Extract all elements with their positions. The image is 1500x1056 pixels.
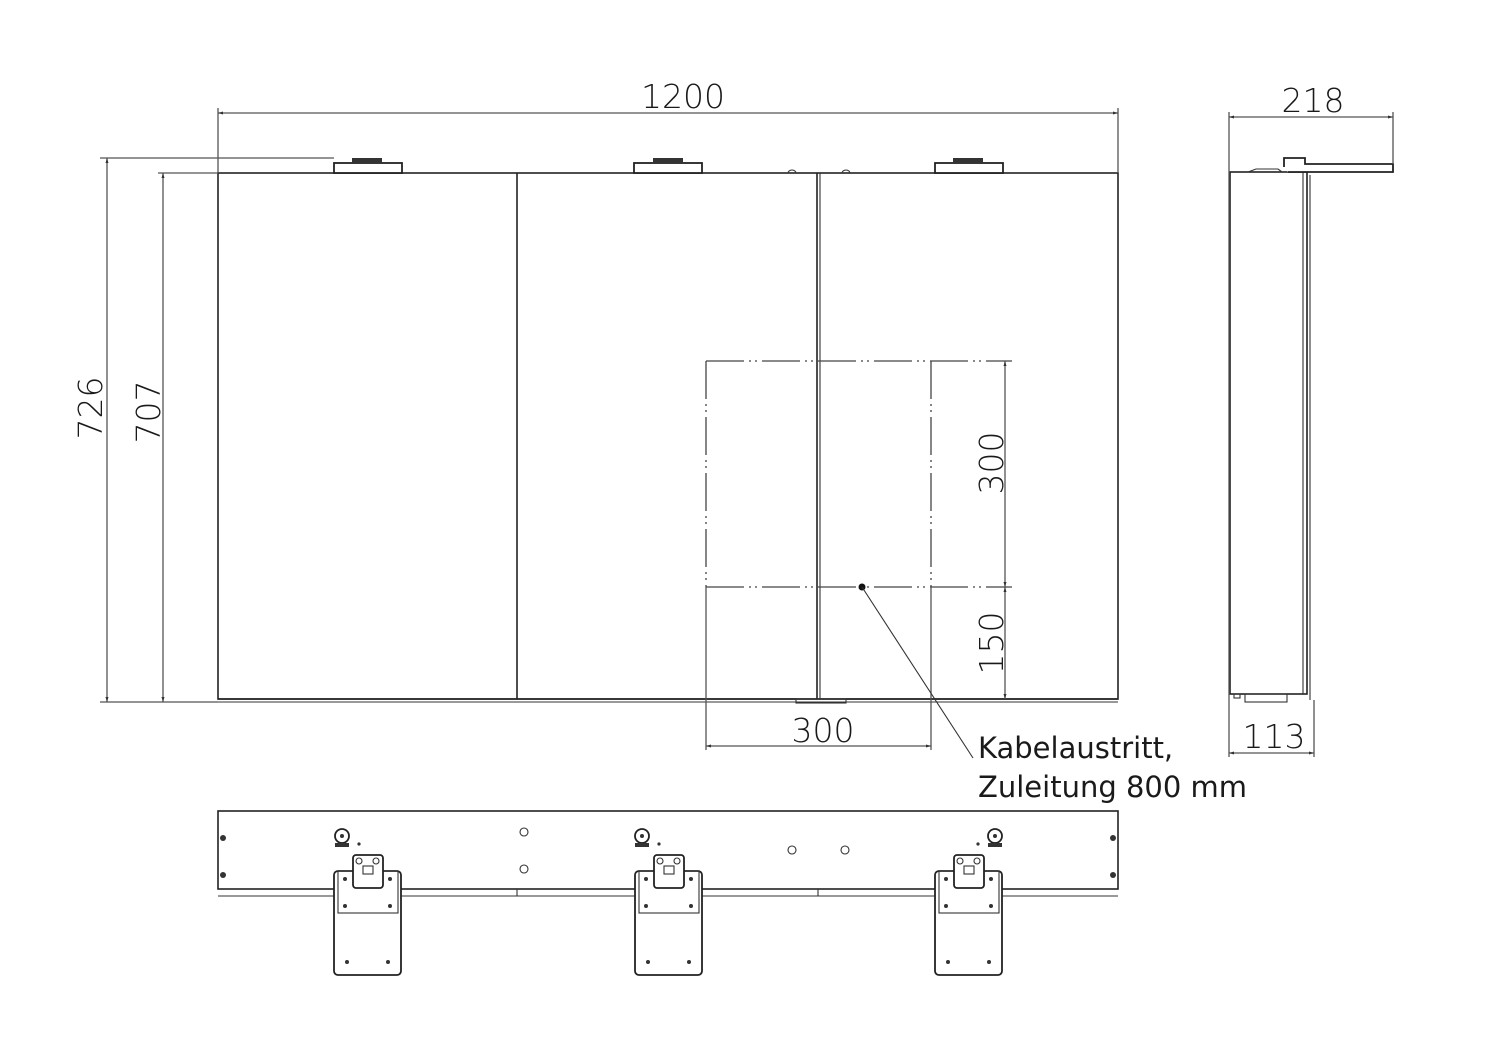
side-body xyxy=(1229,171,1308,695)
front-view: 1200 726 707 300 150 300 Kabelau xyxy=(71,77,1247,804)
wall-bracket-3 xyxy=(934,828,1003,976)
top-light-1 xyxy=(333,158,403,174)
cable-exit-zone xyxy=(705,360,1012,750)
bottom-cable-fixture xyxy=(795,698,847,704)
top-light-2 xyxy=(633,158,703,174)
top-light-3 xyxy=(934,158,1004,174)
annotation-line-1: Kabelaustritt, xyxy=(978,731,1173,765)
wall-bracket-1 xyxy=(333,828,402,976)
dim-overall-width: 1200 xyxy=(641,77,725,116)
top-view xyxy=(217,810,1119,976)
side-view: 218 113 xyxy=(1228,81,1394,757)
dim-zone-offset: 150 xyxy=(972,612,1011,675)
annotation-line-2: Zuleitung 800 mm xyxy=(978,770,1247,804)
annotation-leader xyxy=(861,586,974,759)
dim-side-depth-body: 113 xyxy=(1243,717,1306,756)
dim-body-height: 707 xyxy=(129,381,168,444)
dim-side-depth-total: 218 xyxy=(1282,81,1345,120)
dim-zone-width: 300 xyxy=(792,711,855,750)
dim-overall-height: 726 xyxy=(71,377,110,440)
wall-bracket-2 xyxy=(634,828,703,976)
dim-zone-height: 300 xyxy=(972,432,1011,495)
